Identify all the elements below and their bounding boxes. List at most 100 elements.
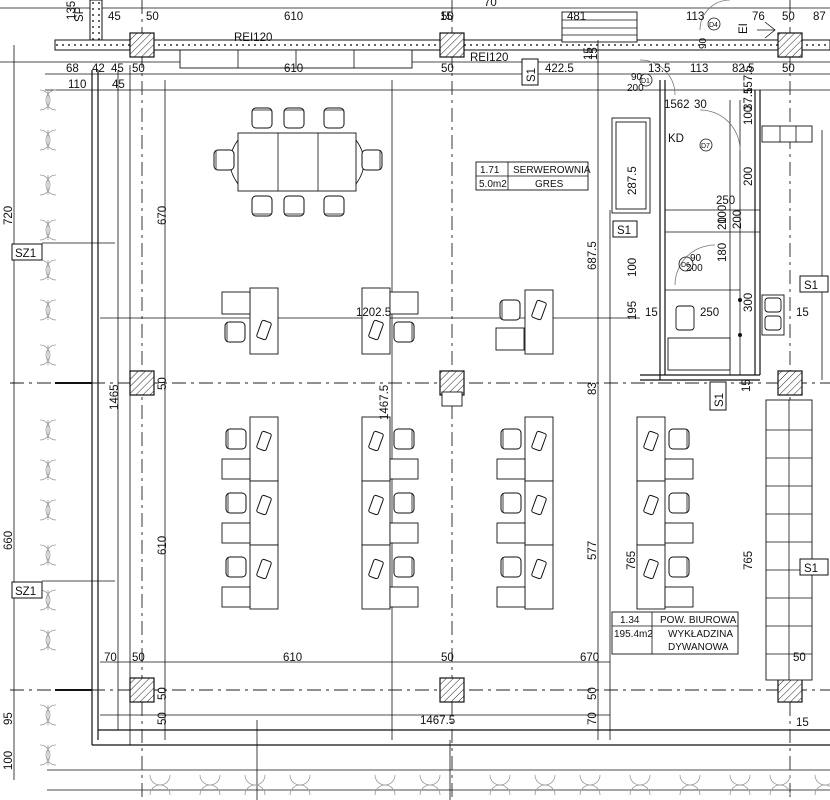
dimension-label: 113 [690, 63, 708, 75]
chair [393, 428, 415, 450]
column [777, 32, 803, 58]
chair [393, 321, 415, 343]
dimension-label: 422.5 [545, 63, 574, 75]
chair [668, 428, 690, 450]
dimension-label: 15 [440, 11, 453, 23]
door-tag: D7 [699, 138, 713, 152]
dimension-label: 765 [626, 551, 638, 570]
column [129, 370, 155, 396]
dimension-label: 1467.5 [420, 715, 455, 727]
room-number: 1.34 [620, 615, 640, 626]
door-tag: 90 D4 [698, 17, 721, 49]
workstations [221, 287, 694, 610]
svg-text:200: 200 [627, 83, 644, 94]
dimension-label: 30 [694, 99, 707, 111]
dimension-label: 687.5 [587, 241, 599, 270]
dimension-label: 610 [283, 652, 302, 664]
column [777, 370, 803, 396]
fire-rating: REI120 [470, 52, 508, 64]
svg-text:S1: S1 [804, 563, 818, 575]
dimension-label: 45 [112, 79, 125, 91]
dimension-label: 195 [627, 301, 639, 320]
chair [323, 107, 345, 129]
dimension-label: 50 [441, 652, 454, 664]
dimension-label: 610 [284, 63, 303, 75]
chair [283, 107, 305, 129]
chair [213, 149, 235, 171]
dimension-label: 110 [68, 79, 86, 91]
dimension-label: 82.5 [732, 63, 754, 75]
dimension-label: 113 [686, 11, 704, 23]
column [439, 677, 465, 703]
desk-block [361, 416, 419, 610]
dimension-label: 287.5 [627, 166, 639, 195]
dimension-label: 20 [717, 217, 729, 230]
dimension-label: 15 [588, 47, 600, 60]
dimension-label: 135 [66, 1, 78, 20]
chair [225, 428, 247, 450]
dimension-label: 50 [782, 11, 795, 23]
dimension-label: 1202.5 [356, 307, 391, 319]
misc-label: EI [738, 23, 750, 34]
chair [251, 107, 273, 129]
dimension-label: 50 [587, 687, 599, 700]
dimension-lines [10, 40, 640, 800]
section-marker: SP [74, 6, 86, 22]
dimension-label: 157.5 [743, 65, 755, 94]
svg-text:S1: S1 [526, 68, 538, 82]
dimension-label: 100 [717, 205, 729, 224]
dimension-label: 610 [157, 536, 169, 555]
dimension-label: 200 [743, 167, 755, 186]
svg-text:D1: D1 [641, 78, 650, 85]
room-number: 1.71 [480, 165, 500, 176]
room-name: SERWEROWNIA [513, 165, 591, 176]
dimension-label: 15 [645, 307, 658, 319]
dimension-label: 50 [146, 11, 159, 23]
dimension-label: 720 [3, 206, 15, 225]
dimension-label: 610 [284, 11, 303, 23]
column [439, 32, 465, 58]
chair [283, 195, 305, 217]
section-marker: S1 [612, 220, 638, 238]
dimension-label: 15 [796, 307, 809, 319]
dimension-label: 95 [3, 712, 15, 725]
dimension-label: 13.5 [648, 63, 670, 75]
desk-block [496, 416, 554, 610]
columns [129, 32, 803, 703]
chair [668, 556, 690, 578]
room-floor: DYWANOWA [668, 642, 729, 653]
conference-chairs [213, 107, 383, 217]
dimension-label: 45 [111, 63, 124, 75]
svg-text:SZ1: SZ1 [15, 586, 36, 598]
room-tag-office: 1.34 POW. BIUROWA 195.4m2 WYKŁADZINA DYW… [611, 611, 739, 655]
dimension-label: 765 [743, 551, 755, 570]
dimension-label: 670 [580, 652, 599, 664]
dimension-label: 50 [157, 377, 169, 390]
dimension-label: 50 [157, 712, 169, 725]
dimension-label: 50 [132, 652, 145, 664]
dimension-label: 87 [813, 11, 826, 23]
dimension-label: 481 [567, 11, 586, 23]
dimension-label: 1562 [664, 99, 690, 111]
chair [500, 428, 522, 450]
chair [393, 492, 415, 514]
dimension-label: 100 [627, 258, 639, 277]
right-storage [765, 130, 823, 681]
room-tag-server: 1.71 SERWEROWNIA 5.0m2 GRES [475, 161, 591, 191]
desk-block [221, 287, 279, 355]
dimension-label: 42 [92, 63, 105, 75]
section-marker: S1 [799, 558, 829, 576]
chair [225, 492, 247, 514]
svg-text:S1: S1 [714, 393, 726, 407]
dimension-label: 76 [752, 11, 765, 23]
room-floor: WYKŁADZINA [668, 629, 733, 640]
dimension-label: 70 [104, 652, 117, 664]
desk-block [495, 289, 554, 355]
dimension-label: 50 [441, 11, 454, 23]
dimension-label: 45 [108, 11, 121, 23]
svg-text:90: 90 [631, 72, 643, 83]
